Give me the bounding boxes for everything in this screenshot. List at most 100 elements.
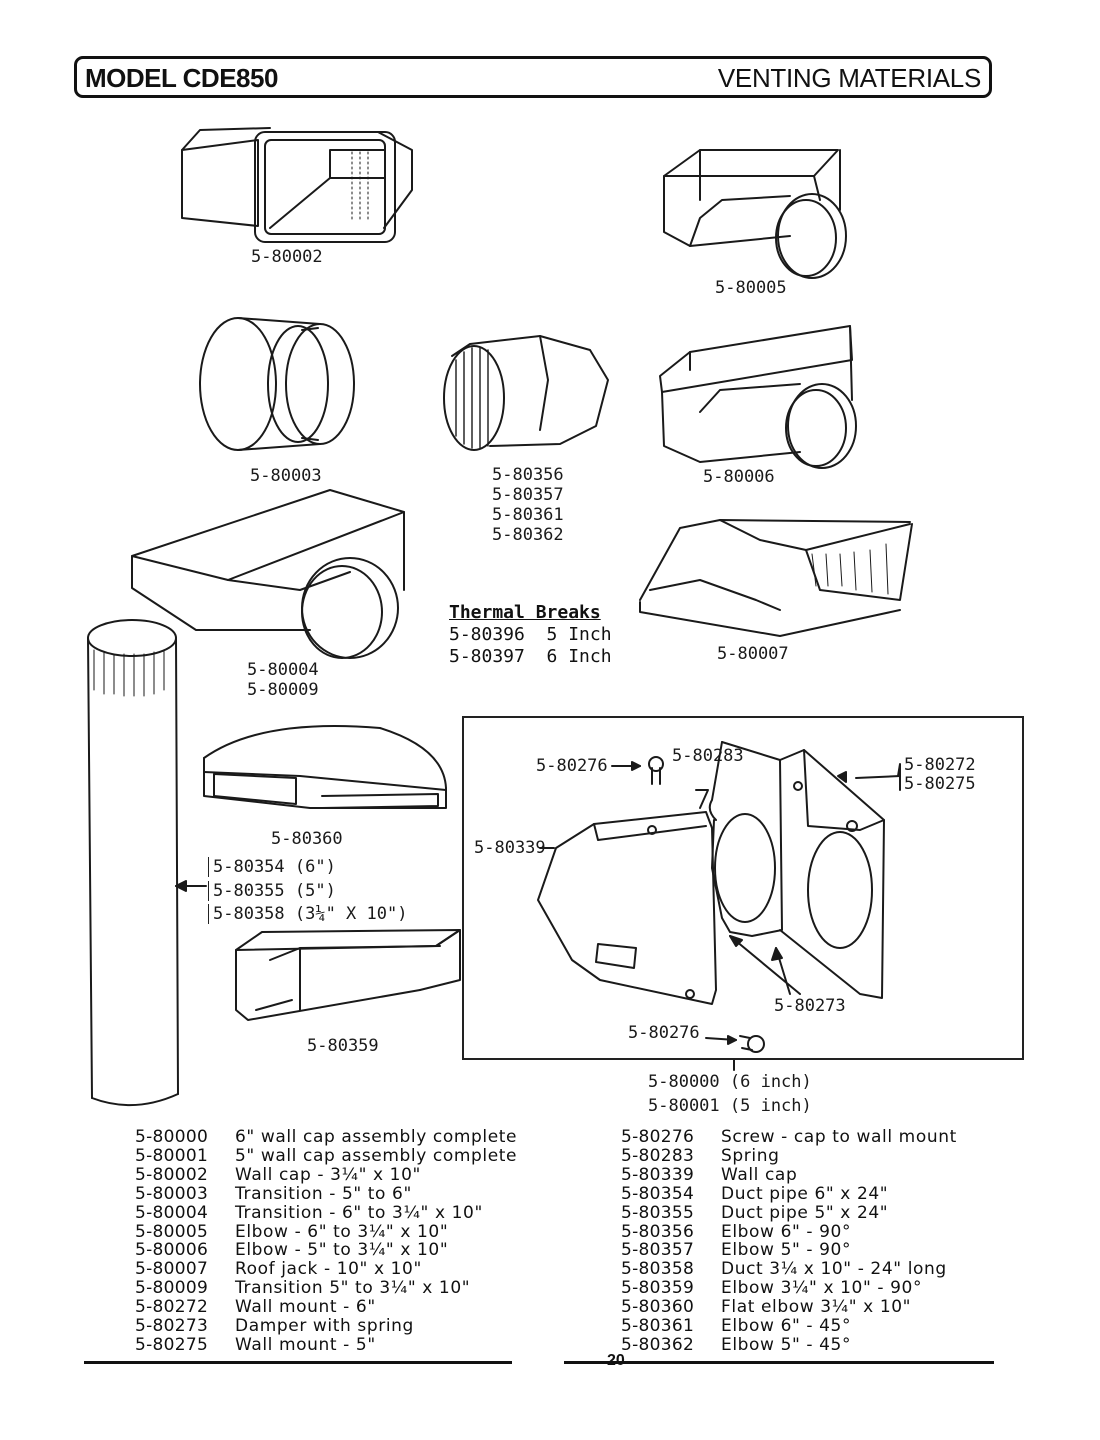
- parts-list-row: 5-80004 Transition - 6" to 3¼" x 10": [135, 1202, 517, 1223]
- part-description: Elbow 5" - 90°: [721, 1240, 852, 1261]
- thermal-break-row: 5-80397 6 Inch: [449, 646, 612, 667]
- parts-list-row: 5-80339 Wall cap: [621, 1164, 957, 1185]
- part-80359-drawing: [235, 929, 461, 1021]
- thermal-part: 5-80396: [449, 624, 525, 645]
- parts-list-row: 5-80007 Roof jack - 10" x 10": [135, 1260, 517, 1279]
- part-number: 5-80339: [621, 1164, 695, 1185]
- part-number: 5-80361: [621, 1316, 695, 1337]
- part-number: 5-80002: [135, 1164, 209, 1185]
- label-80009: 5-80009: [247, 680, 319, 700]
- part-description: Duct pipe 5" x 24": [721, 1202, 889, 1223]
- label-80356: 5-80356: [492, 465, 564, 485]
- part-number: 5-80000: [135, 1127, 209, 1147]
- label-80354: 5-80354 (6"): [208, 857, 336, 877]
- thermal-break-row: 5-80396 5 Inch: [449, 624, 612, 645]
- part-wallcap-assembly-drawing: [537, 741, 901, 1071]
- label-inset-80339: 5-80339: [474, 838, 546, 858]
- part-description: Screw - cap to wall mount: [721, 1127, 957, 1147]
- parts-list-row: 5-80002 Wall cap - 3¼" x 10": [135, 1164, 517, 1185]
- part-description: 5" wall cap assembly complete: [235, 1145, 518, 1166]
- label-80362: 5-80362: [492, 525, 564, 545]
- part-description: Transition - 5" to 6": [235, 1183, 412, 1204]
- label-80357: 5-80357: [492, 485, 564, 505]
- part-number: 5-80004: [135, 1202, 209, 1223]
- part-number: 5-80360: [621, 1297, 695, 1318]
- part-description: Wall cap: [721, 1164, 798, 1185]
- part-number: 5-80354: [621, 1183, 695, 1204]
- parts-list-row: 5-80283 Spring: [621, 1147, 957, 1166]
- part-number: 5-80362: [621, 1334, 695, 1355]
- part-80006-drawing: [659, 325, 857, 469]
- parts-list-row: 5-80001 5" wall cap assembly complete: [135, 1147, 517, 1166]
- part-description: Elbow - 5" to 3¼" x 10": [235, 1240, 449, 1261]
- section-title: VENTING MATERIALS: [717, 63, 981, 93]
- part-number: 5-80283: [621, 1145, 695, 1166]
- part-number: 5-80358: [621, 1259, 695, 1280]
- label-80003: 5-80003: [250, 466, 322, 486]
- part-number: 5-80356: [621, 1221, 695, 1242]
- footer-rule-right: [564, 1361, 994, 1364]
- label-80359: 5-80359: [307, 1036, 379, 1056]
- label-80358: 5-80358 (3¼" X 10"): [208, 904, 407, 924]
- part-description: Transition - 6" to 3¼" x 10": [235, 1202, 483, 1223]
- parts-list-row: 5-80360 Flat elbow 3¼" x 10": [621, 1298, 957, 1317]
- thermal-breaks-title: Thermal Breaks: [449, 602, 601, 623]
- parts-list-row: 5-80009 Transition 5" to 3¼" x 10": [135, 1279, 517, 1298]
- part-description: Flat elbow 3¼" x 10": [721, 1297, 912, 1318]
- parts-list-row: 5-80000 6" wall cap assembly complete: [135, 1128, 517, 1147]
- part-description: Spring: [721, 1145, 780, 1166]
- part-number: 5-80273: [135, 1316, 209, 1337]
- parts-list-row: 5-80006 Elbow - 5" to 3¼" x 10": [135, 1241, 517, 1260]
- part-description: Wall cap - 3¼" x 10": [235, 1164, 421, 1185]
- part-80004-drawing: [131, 489, 405, 659]
- label-80000-assembly: 5-80000 (6 inch): [648, 1072, 812, 1092]
- parts-list-row: 5-80003 Transition - 5" to 6": [135, 1183, 517, 1204]
- thermal-size: 5 Inch: [546, 624, 612, 645]
- part-description: Elbow 6" - 45°: [721, 1316, 852, 1337]
- part-number: 5-80009: [135, 1278, 209, 1299]
- part-number: 5-80003: [135, 1183, 209, 1204]
- part-80356-drawing: [443, 335, 609, 451]
- part-description: Transition 5" to 3¼" x 10": [235, 1278, 471, 1299]
- part-description: Roof jack - 10" x 10": [235, 1259, 422, 1280]
- label-80355: 5-80355 (5"): [208, 881, 336, 901]
- label-80361: 5-80361: [492, 505, 564, 525]
- part-description: Wall mount - 6": [235, 1297, 376, 1318]
- part-number: 5-80359: [621, 1278, 695, 1299]
- part-description: Elbow 6" - 90°: [721, 1221, 852, 1242]
- part-number: 5-80001: [135, 1145, 209, 1166]
- label-inset-80276-top: 5-80276: [536, 756, 608, 776]
- wall-cap-assembly-inset: [462, 716, 1024, 1060]
- model-title: MODEL CDE850: [85, 63, 278, 93]
- parts-list-row: 5-80272 Wall mount - 6": [135, 1298, 517, 1317]
- label-80005: 5-80005: [715, 278, 787, 298]
- label-inset-80283: 5-80283: [672, 746, 744, 766]
- page-footer: 20: [84, 1352, 994, 1372]
- parts-list-row: 5-80361 Elbow 6" - 45°: [621, 1317, 957, 1336]
- part-number: 5-80007: [135, 1259, 209, 1280]
- part-number: 5-80355: [621, 1202, 695, 1223]
- parts-list-row: 5-80275 Wall mount - 5": [135, 1336, 517, 1355]
- parts-list-row: 5-80356 Elbow 6" - 90°: [621, 1221, 957, 1242]
- parts-list-row: 5-80355 Duct pipe 5" x 24": [621, 1202, 957, 1223]
- part-80002-drawing: [181, 127, 413, 243]
- part-description: Wall mount - 5": [235, 1334, 376, 1355]
- page-number: 20: [607, 1352, 625, 1370]
- part-description: 6" wall cap assembly complete: [235, 1127, 518, 1147]
- part-80003-drawing: [199, 317, 355, 451]
- part-80360-drawing: [203, 725, 447, 809]
- label-inset-80275: 5-80275: [904, 774, 976, 794]
- part-number: 5-80275: [135, 1334, 209, 1355]
- part-number: 5-80006: [135, 1240, 209, 1261]
- thermal-part: 5-80397: [449, 646, 525, 667]
- label-80007: 5-80007: [717, 644, 789, 664]
- part-number: 5-80272: [135, 1297, 209, 1318]
- label-inset-80272: 5-80272: [904, 755, 976, 775]
